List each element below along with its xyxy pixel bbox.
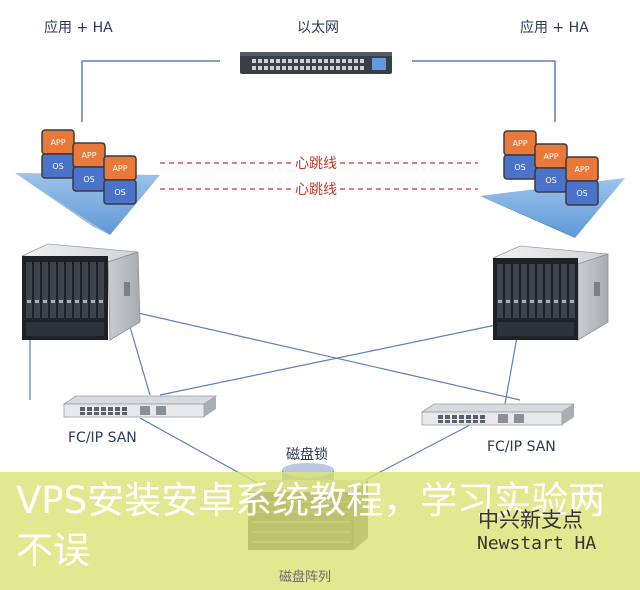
os-label: OS [83,175,94,184]
right-san-label: FC/IP SAN [487,439,556,455]
left-san-switch [62,395,218,418]
banner-title: VPS安装安卓系统教程，学习实验两不误 [16,479,606,572]
right-san-switch [420,403,576,426]
ethernet-label: 以太网 [297,20,339,36]
app-label: APP [112,164,127,173]
os-label: OS [545,176,556,185]
ethernet-connector-lines [81,60,556,122]
os-label: OS [52,162,63,171]
left-app-os-stacks: APP OS APP OS APP OS [41,129,137,205]
os-label: OS [514,163,525,172]
os-label: OS [576,189,587,198]
os-label: OS [114,188,125,197]
heartbeat-label-1: 心跳线 [293,153,339,173]
heartbeat-lines [160,162,478,190]
left-app-ha-label: 应用 + HA [44,20,113,36]
disk-lock-label: 磁盘锁 [286,447,328,463]
app-label: APP [543,152,558,161]
left-blade-server [21,243,141,341]
app-label: APP [512,139,527,148]
app-label: APP [50,138,65,147]
title-banner: VPS安装安卓系统教程，学习实验两不误 [0,472,640,590]
right-app-os-stacks: APP OS APP OS APP OS [503,130,599,206]
right-app-ha-label: 应用 + HA [520,20,589,36]
app-label: APP [574,165,589,174]
left-san-label: FC/IP SAN [68,430,137,446]
brand-name-en: Newstart HA [477,533,597,554]
ethernet-switch [240,52,392,74]
brand-name-cn: 中兴新支点 [478,508,583,532]
app-label: APP [81,151,96,160]
heartbeat-label-2: 心跳线 [293,179,339,199]
disk-array-label: 磁盘阵列 [279,570,332,585]
right-blade-server [492,245,609,341]
